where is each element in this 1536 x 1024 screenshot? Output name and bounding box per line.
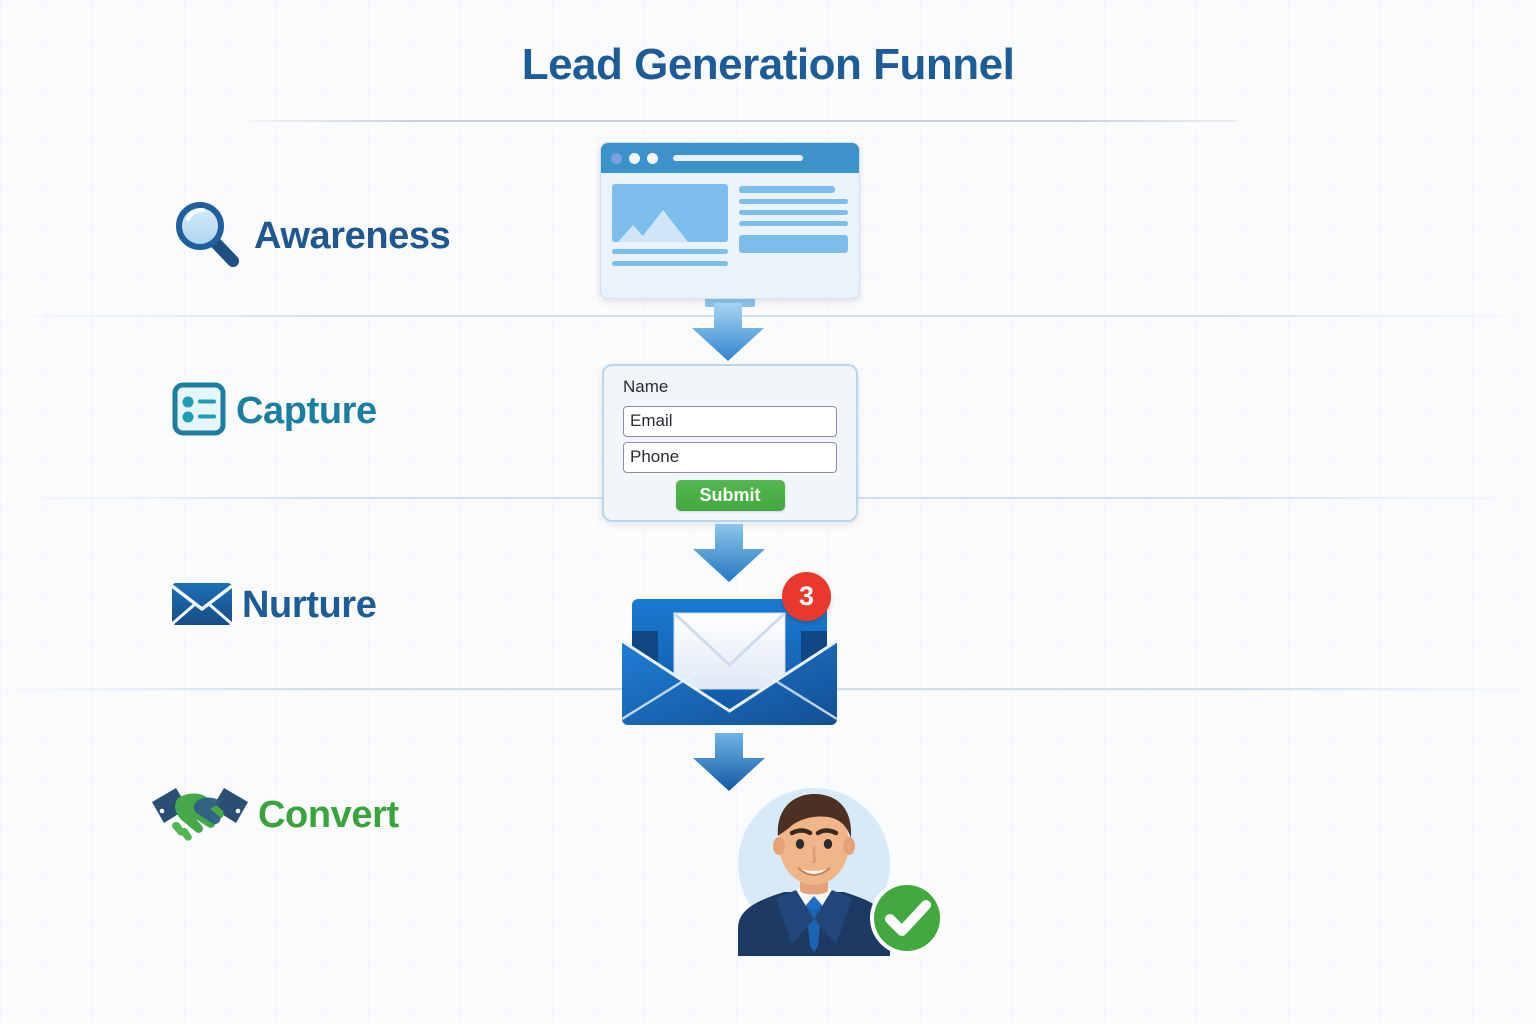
stage-label-convert-text: Convert <box>258 794 399 836</box>
submit-row: Submit <box>623 479 837 511</box>
dot-1-icon <box>611 152 622 164</box>
stage-label-awareness-text: Awareness <box>254 215 451 257</box>
text-line <box>739 199 848 204</box>
form-list-icon <box>168 378 230 445</box>
stage-label-nurture-text: Nurture <box>242 584 377 626</box>
stage-divider-1 <box>0 315 1536 317</box>
phone-field[interactable]: Phone <box>623 441 837 473</box>
image-placeholder-icon <box>612 184 728 242</box>
magnifier-icon <box>170 195 248 278</box>
arrow-capture-to-nurture <box>679 524 779 589</box>
page-title: Lead Generation Funnel <box>521 40 1015 89</box>
envelope-icon <box>168 575 236 636</box>
email-field[interactable]: Email <box>623 405 837 437</box>
dot-2-icon <box>629 152 640 164</box>
browser-titlebar <box>601 143 859 173</box>
dot-3-icon <box>647 152 658 164</box>
businessman-avatar-icon <box>714 786 954 956</box>
text-line <box>612 261 728 266</box>
stage-label-capture: Capture <box>168 378 377 445</box>
arrow-nurture-to-convert <box>679 733 779 798</box>
stage-label-awareness: Awareness <box>170 195 451 278</box>
title-divider <box>248 120 1238 122</box>
browser-stand <box>705 297 755 307</box>
arrow-awareness-to-capture <box>678 303 778 368</box>
unread-count-badge: 3 <box>782 572 831 621</box>
text-line <box>739 210 848 215</box>
lead-capture-form: Name Email Phone Submit <box>602 364 858 522</box>
browser-content <box>601 173 859 277</box>
text-line <box>739 186 835 193</box>
browser-window-icon <box>600 142 860 299</box>
name-label: Name <box>623 377 669 396</box>
stage-label-convert: Convert <box>148 778 399 853</box>
address-bar <box>673 155 803 161</box>
browser-content-left <box>612 184 728 266</box>
cta-button-block <box>739 235 848 253</box>
browser-content-right <box>739 184 848 266</box>
stage-label-nurture: Nurture <box>168 575 377 636</box>
submit-button[interactable]: Submit <box>675 479 785 511</box>
text-line <box>739 221 848 226</box>
mountain-large-icon <box>638 210 688 242</box>
text-line <box>612 249 728 254</box>
green-check-badge-icon <box>870 881 944 955</box>
handshake-icon <box>148 778 252 853</box>
stage-label-capture-text: Capture <box>236 390 377 432</box>
open-envelope-icon: 3 <box>612 572 847 730</box>
